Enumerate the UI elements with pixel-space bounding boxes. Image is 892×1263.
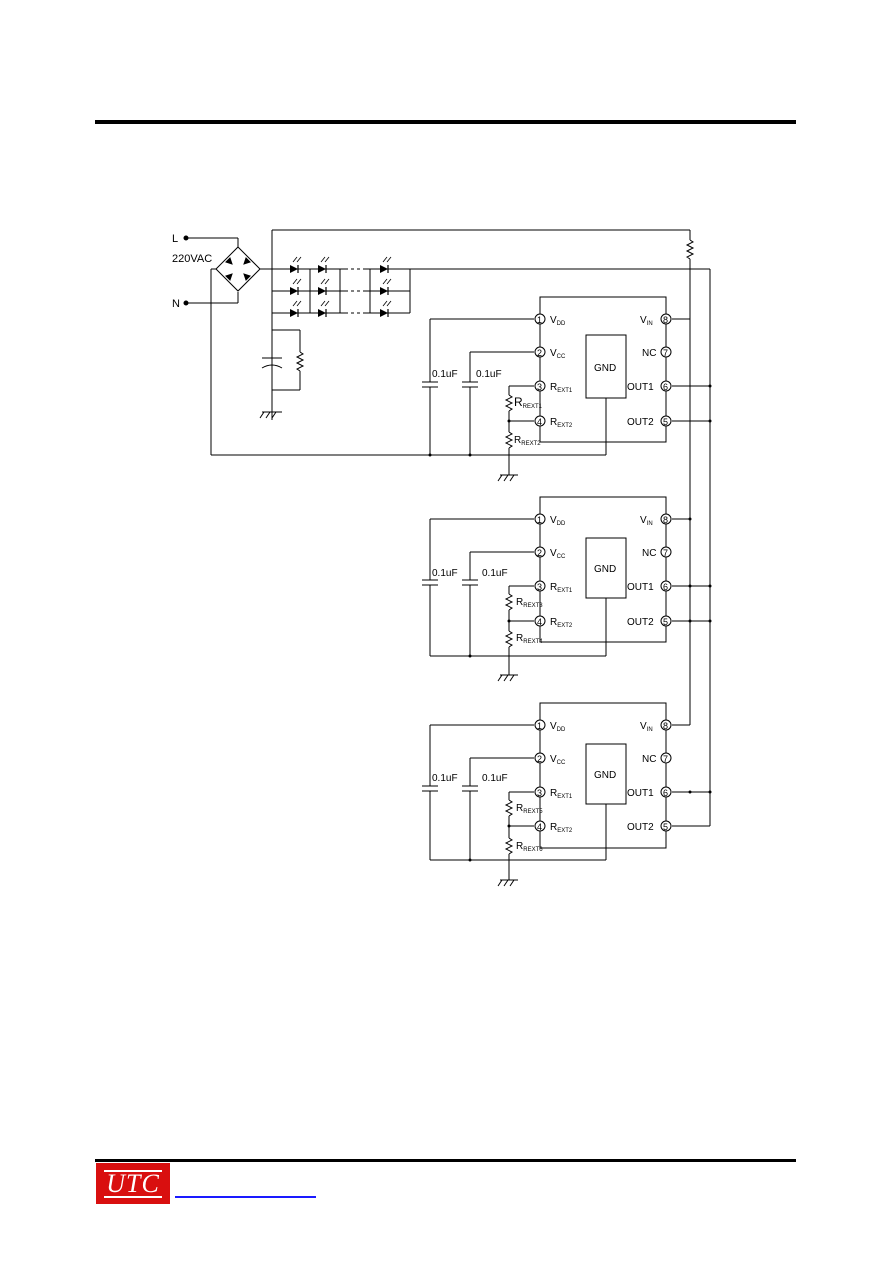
ic-2-cap1-label: 0.1uF [432, 568, 458, 579]
ic-1-rext-label-2: RREXT2 [514, 435, 541, 447]
ic-2-gnd-label: GND [594, 564, 616, 575]
power-source [183, 235, 239, 306]
svg-text:7: 7 [663, 548, 668, 558]
svg-text:2: 2 [537, 348, 542, 358]
svg-text:OUT1: OUT1 [627, 582, 654, 593]
svg-text:8: 8 [663, 515, 668, 525]
svg-text:1: 1 [537, 315, 542, 325]
svg-text:5: 5 [663, 617, 668, 627]
svg-text:8: 8 [663, 721, 668, 731]
svg-text:VIN: VIN [640, 315, 653, 327]
ic-3-pins-left: 1 VDD 2 VCC 3 REXT1 4 REXT2 [534, 719, 573, 834]
ic-2: GND 0.1uF 0.1uF RREXT3 RREXT4 1 VDD 2 VC… [422, 496, 712, 682]
svg-text:VDD: VDD [550, 515, 566, 527]
website-link[interactable] [175, 1196, 316, 1198]
ic-2-rext-label-2: RREXT4 [516, 633, 543, 645]
svg-text:5: 5 [663, 417, 668, 427]
svg-text:2: 2 [537, 754, 542, 764]
svg-text:6: 6 [663, 788, 668, 798]
svg-text:4: 4 [537, 822, 542, 832]
svg-text:7: 7 [663, 754, 668, 764]
svg-text:7: 7 [663, 348, 668, 358]
ic-1-cap2-label: 0.1uF [476, 369, 502, 380]
ic-2-rext-label-1: RREXT3 [516, 597, 543, 609]
svg-text:VIN: VIN [640, 515, 653, 527]
ic-1: GND 0.1uF 0.1uF RREXT1 RREXT2 1 VDD 2 VC… [422, 296, 712, 482]
logo-text: UTC [104, 1168, 162, 1198]
svg-text:OUT1: OUT1 [627, 382, 654, 393]
ic-3-junctions [468, 790, 712, 862]
ic-3-gnd-label: GND [594, 770, 616, 781]
svg-text:1: 1 [537, 515, 542, 525]
svg-text:VDD: VDD [550, 315, 566, 327]
footer-rule [95, 1159, 796, 1162]
top-rails [271, 229, 711, 826]
ic-2-junctions [468, 517, 712, 658]
svg-text:VCC: VCC [550, 548, 566, 560]
svg-text:REXT2: REXT2 [550, 417, 573, 429]
bridge-rectifier [210, 246, 272, 455]
ic-1-gnd-label: GND [594, 363, 616, 374]
svg-text:VIN: VIN [640, 721, 653, 733]
ic-1-cap1-label: 0.1uF [432, 369, 458, 380]
svg-text:6: 6 [663, 582, 668, 592]
ic-2-cap2-label: 0.1uF [482, 568, 508, 579]
ic-1-junctions [428, 384, 712, 457]
svg-text:3: 3 [537, 382, 542, 392]
svg-text:NC: NC [642, 548, 656, 559]
ic-1-pins-right: 8 VIN 7 NC 6 OUT1 5 OUT2 [627, 313, 672, 428]
svg-text:3: 3 [537, 788, 542, 798]
svg-text:4: 4 [537, 617, 542, 627]
ic-2-pins-left: 1 VDD 2 VCC 3 REXT1 4 REXT2 [534, 513, 573, 629]
line-label: L [172, 233, 178, 245]
header-rule [95, 120, 796, 124]
svg-text:1: 1 [537, 721, 542, 731]
svg-text:REXT1: REXT1 [550, 382, 573, 394]
utc-logo: UTC [96, 1163, 170, 1204]
ic-3-rext-label-1: RREXT5 [516, 803, 543, 815]
svg-text:VCC: VCC [550, 754, 566, 766]
neutral-label: N [172, 298, 180, 310]
svg-text:OUT2: OUT2 [627, 417, 654, 428]
ic-3-rext-label-2: RREXT6 [516, 841, 543, 853]
svg-text:4: 4 [537, 417, 542, 427]
ic-3-pins-right: 8 VIN 7 NC 6 OUT1 5 OUT2 [627, 719, 672, 833]
svg-text:REXT2: REXT2 [550, 822, 573, 834]
svg-text:NC: NC [642, 348, 656, 359]
svg-text:OUT2: OUT2 [627, 617, 654, 628]
ic-3-cap1-label: 0.1uF [432, 773, 458, 784]
svg-text:REXT1: REXT1 [550, 582, 573, 594]
svg-text:2: 2 [537, 548, 542, 558]
svg-text:6: 6 [663, 382, 668, 392]
svg-text:REXT1: REXT1 [550, 788, 573, 800]
svg-text:OUT2: OUT2 [627, 822, 654, 833]
voltage-label: 220VAC [172, 253, 212, 265]
svg-text:NC: NC [642, 754, 656, 765]
svg-text:5: 5 [663, 822, 668, 832]
ic-2-pins-right: 8 VIN 7 NC 6 OUT1 5 OUT2 [627, 513, 672, 628]
svg-text:VDD: VDD [550, 721, 566, 733]
svg-text:REXT2: REXT2 [550, 617, 573, 629]
svg-text:OUT1: OUT1 [627, 788, 654, 799]
ic-1-pins-left: 1 VDD 2 VCC 3 REXT1 4 REXT2 [534, 313, 573, 429]
svg-text:VCC: VCC [550, 348, 566, 360]
svg-text:3: 3 [537, 582, 542, 592]
ic-1-rext-label-1: RREXT1 [514, 395, 543, 410]
svg-text:8: 8 [663, 315, 668, 325]
ic-3: GND 0.1uF 0.1uF RREXT5 RREXT6 1 VDD 2 VC… [422, 702, 712, 887]
ic-3-cap2-label: 0.1uF [482, 773, 508, 784]
filter-network [259, 329, 305, 419]
